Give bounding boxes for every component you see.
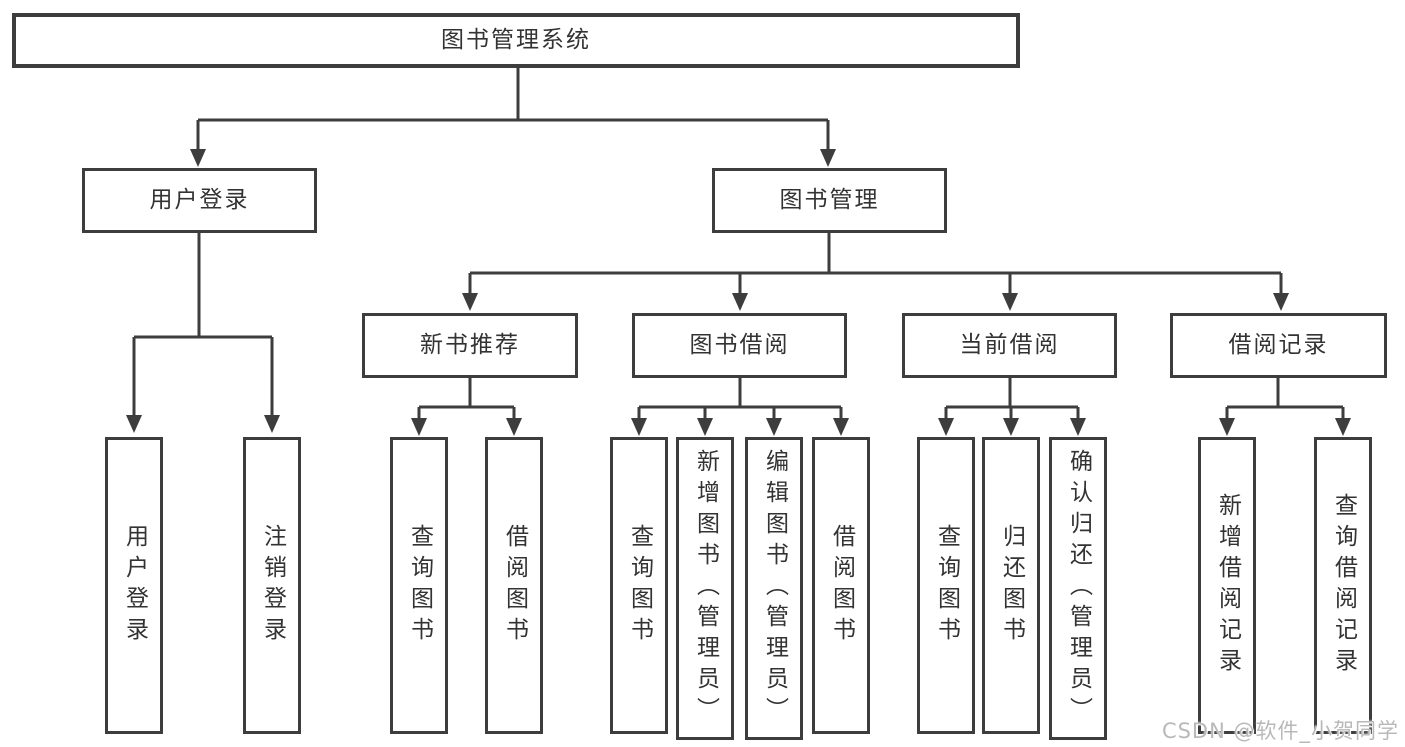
leaf-nbr-borrow-books: 借阅图书	[485, 437, 543, 734]
leaf-cb-confirm-return-admin: 确认归还（管理员）	[1049, 437, 1107, 740]
node-current-borrow: 当前借阅	[902, 313, 1117, 378]
leaf-bb-query-books: 查询图书	[610, 437, 668, 734]
leaf-bb-borrow-books: 借阅图书	[812, 437, 870, 734]
leaf-nbr-query-books: 查询图书	[390, 437, 448, 734]
csdn-watermark: CSDN @软件_小贺同学	[1161, 719, 1399, 743]
leaf-cb-query-books: 查询图书	[917, 437, 975, 734]
leaf-br-add-borrow-record: 新增借阅记录	[1198, 437, 1256, 734]
node-borrow-records: 借阅记录	[1170, 313, 1387, 378]
node-library-management-system: 图书管理系统	[12, 13, 1020, 68]
leaf-bb-edit-books-admin: 编辑图书（管理员）	[745, 437, 803, 740]
node-new-book-recommend: 新书推荐	[362, 313, 578, 378]
leaf-br-query-borrow-record: 查询借阅记录	[1314, 437, 1372, 734]
leaf-bb-add-books-admin: 新增图书（管理员）	[676, 437, 734, 740]
leaf-cb-return-books: 归还图书	[982, 437, 1040, 734]
leaf-logout-login: 注销登录	[243, 437, 301, 734]
node-user-login: 用户登录	[82, 168, 317, 233]
node-book-management: 图书管理	[712, 168, 947, 233]
node-book-borrow: 图书借阅	[632, 313, 847, 378]
leaf-user-login: 用户登录	[105, 437, 163, 734]
